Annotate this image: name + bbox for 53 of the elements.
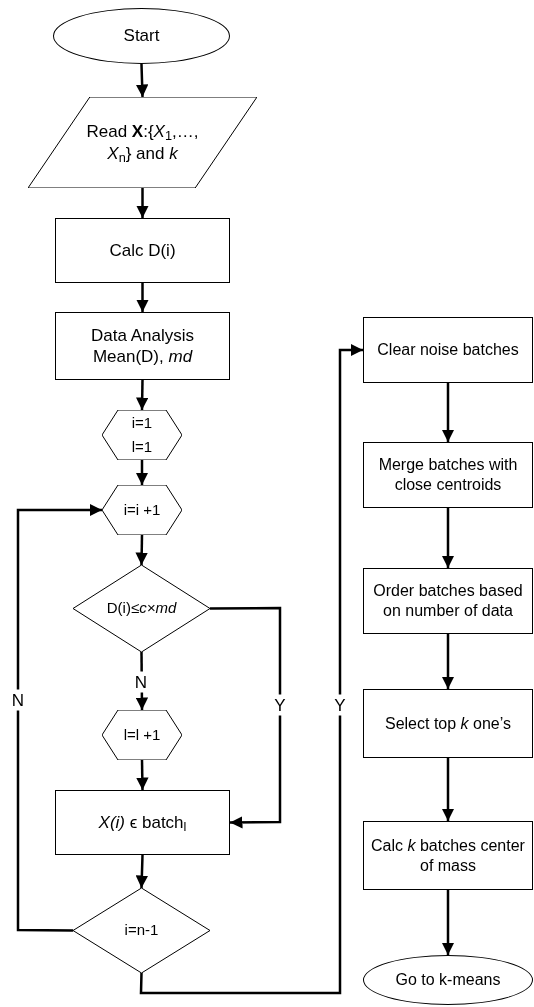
arrow: [135, 460, 149, 485]
edge-label: Y: [333, 694, 347, 716]
node-text: Select top k one’s: [385, 713, 511, 734]
arrow: [441, 508, 455, 568]
edge-label: N: [133, 671, 149, 693]
process-box: [363, 689, 533, 758]
edge-label: N: [10, 689, 26, 711]
process-box: [55, 312, 230, 380]
preparation-hexagon: [102, 410, 182, 460]
edge-label: Y: [273, 694, 287, 716]
input-parallelogram: [28, 97, 257, 188]
process-box: [363, 821, 533, 890]
node-text: Merge batches with close centroids: [377, 455, 519, 495]
node-text: i=n-1: [124, 921, 159, 940]
arrow: [210, 606, 282, 829]
preparation-hexagon: [102, 710, 182, 760]
node-text: Clear noise batches: [377, 340, 519, 360]
process-box: [363, 568, 533, 634]
node-text: Order batches based on number of data: [372, 581, 524, 621]
node-text: Data Analysis Mean(D), md: [90, 324, 195, 368]
node-text: i=1: [130, 413, 154, 433]
process-box: [363, 317, 533, 383]
node-text: Read X:{X$_{1}$,…, X$_{n}$} and k: [85, 121, 200, 164]
node-text: l=l +1: [122, 725, 162, 745]
arrow: [441, 383, 455, 442]
end-terminal: [363, 955, 533, 1005]
node-text: Calc k batches center of mass: [370, 835, 526, 876]
node-text: X(i) ϵ batch$_{l}$: [98, 811, 187, 834]
node-text: Calc D(i): [109, 239, 176, 262]
process-box: [363, 442, 533, 508]
node-text: i=i +1: [122, 500, 162, 520]
arrow: [441, 758, 455, 821]
decision-diamond: [73, 565, 210, 652]
arrow: [139, 343, 363, 995]
node-text: l=1: [130, 437, 154, 457]
arrow: [16, 503, 102, 932]
arrow: [136, 188, 149, 218]
node-text: Go to k-means: [395, 970, 501, 990]
arrow: [441, 890, 455, 955]
arrow: [135, 63, 149, 98]
arrow: [136, 283, 149, 312]
arrow: [135, 534, 148, 566]
process-box: [55, 790, 230, 855]
arrow: [135, 652, 149, 710]
arrow: [441, 634, 455, 689]
decision-diamond: [73, 888, 210, 973]
process-box: [55, 218, 230, 283]
arrow: [135, 379, 149, 411]
node-text: D(i)≤c×md: [106, 599, 177, 618]
preparation-hexagon: [102, 485, 182, 535]
arrow: [135, 854, 149, 889]
arrow: [136, 759, 149, 791]
node-text: Start: [123, 25, 160, 47]
